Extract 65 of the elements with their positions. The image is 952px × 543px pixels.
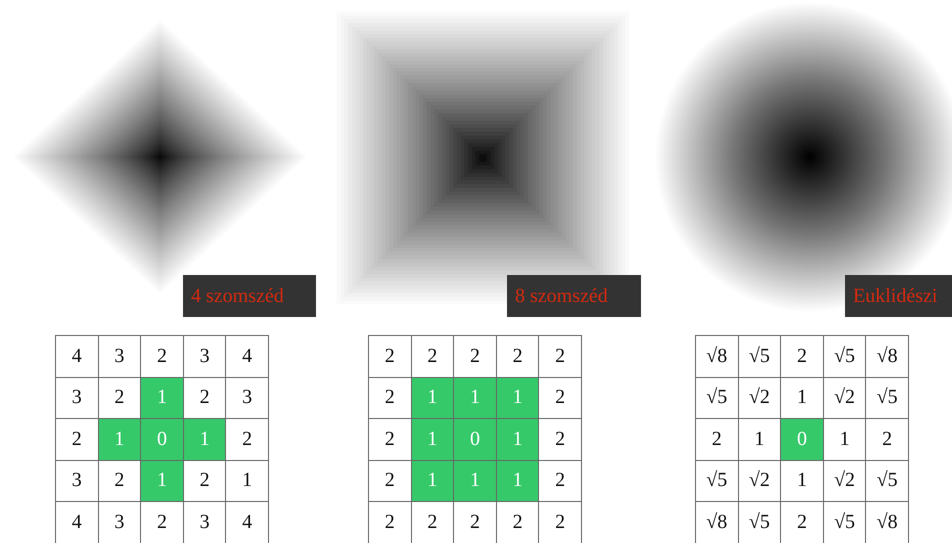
table-cell: √8 (866, 502, 909, 543)
table-cell: √5 (824, 502, 866, 543)
table-cell: 2 (184, 460, 226, 502)
table-cell: √5 (866, 378, 909, 419)
table-cell: 1 (781, 460, 824, 502)
table-cell: 1 (141, 460, 184, 502)
table-cell: √8 (696, 502, 739, 543)
table-cell: 2 (369, 336, 412, 378)
table-cell: 2 (496, 502, 540, 543)
table-cell: 1 (412, 378, 454, 419)
table-cell: √8 (696, 336, 739, 378)
table-cell: 1 (454, 378, 497, 419)
table-cell: √2 (824, 378, 866, 419)
table-cell: 2 (539, 419, 582, 460)
table-cell: 4 (56, 502, 99, 543)
table-cell: 3 (98, 502, 142, 543)
table-cell: 3 (98, 336, 142, 378)
table-cell: 1 (184, 419, 226, 460)
table-cell: 1 (824, 419, 866, 460)
table-cell: √2 (824, 460, 866, 502)
table-cell: 1 (412, 460, 454, 502)
table-cell: 3 (226, 378, 269, 419)
table-cell: 1 (141, 378, 184, 419)
table-cell: √8 (866, 336, 909, 378)
table-cell: 2 (539, 336, 582, 378)
table-cell: √5 (696, 460, 739, 502)
table-cell: 2 (539, 378, 582, 419)
table-cell: 2 (369, 502, 412, 543)
table-cell: 2 (141, 502, 184, 543)
table-cell: √5 (738, 336, 782, 378)
table-cell: √2 (738, 378, 782, 419)
table-cell: 1 (98, 419, 142, 460)
table-cell: 2 (781, 502, 824, 543)
table-cell: 2 (539, 502, 582, 543)
table-cell: √5 (824, 336, 866, 378)
caption-label: Euklidészi (845, 275, 952, 317)
table-cell: 3 (56, 460, 99, 502)
table-cell: 2 (781, 336, 824, 378)
table-cell: 1 (496, 378, 540, 419)
table-cell: 0 (141, 419, 184, 460)
table-cell: 2 (454, 502, 497, 543)
table-cell: 2 (866, 419, 909, 460)
table-cell: 2 (412, 502, 454, 543)
table-cell: 2 (696, 419, 739, 460)
table-cell: 3 (56, 378, 99, 419)
table-cell: 3 (184, 336, 226, 378)
table-cell: 4 (56, 336, 99, 378)
table-cell: 0 (781, 419, 824, 460)
table-cell: 2 (539, 460, 582, 502)
table-cell: 1 (454, 460, 497, 502)
table-cell: √5 (696, 378, 739, 419)
table-cell: 3 (184, 502, 226, 543)
table-cell: 1 (412, 419, 454, 460)
table-cell: 1 (226, 460, 269, 502)
table-cell: 1 (496, 460, 540, 502)
table-cell: √5 (866, 460, 909, 502)
table-cell: 0 (454, 419, 497, 460)
table-cell: 4 (226, 502, 269, 543)
table-cell: 4 (226, 336, 269, 378)
table-cell: 1 (496, 419, 540, 460)
table-cell: √2 (738, 460, 782, 502)
table-cell: √5 (738, 502, 782, 543)
table-cell: 2 (226, 419, 269, 460)
caption-label: 8 szomszéd (507, 275, 641, 317)
caption-label: 4 szomszéd (183, 275, 316, 317)
